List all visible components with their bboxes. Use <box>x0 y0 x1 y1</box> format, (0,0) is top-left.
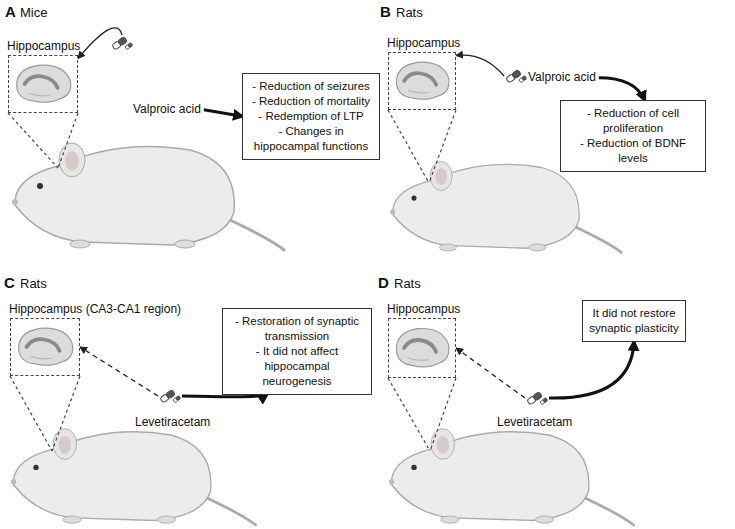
rat-figure <box>11 429 256 525</box>
effect-arrow <box>204 110 242 117</box>
drug-label: Valproic acid <box>528 70 596 84</box>
panel-letter: D <box>378 274 389 291</box>
hippocampus-box: Hippocampus <box>388 318 456 378</box>
result-line: - Reduction of seizures <box>249 79 373 94</box>
drug-name: Valproic acid <box>528 70 596 84</box>
panel-letter: A <box>5 3 16 20</box>
dashed-arrow <box>80 347 158 396</box>
drug-name: Levetiracetam <box>497 415 572 429</box>
effect-arrow <box>456 55 504 76</box>
drug-name: Valproic acid <box>133 102 201 116</box>
drug-label: Levetiracetam <box>497 415 572 429</box>
dashed-arrow <box>456 348 525 398</box>
species-label: Rats <box>20 276 47 291</box>
hippocampus-figure <box>11 319 79 375</box>
panel-heading: Hippocampus <box>7 39 80 53</box>
panel-heading: Hippocampus <box>387 302 460 316</box>
pill-icon <box>158 388 182 404</box>
drug-label: Levetiracetam <box>135 415 210 429</box>
hippocampus-figure <box>389 53 455 109</box>
result-line: - Redemption of LTP <box>249 109 373 124</box>
result-line: - Reduction of BDNF levels <box>567 136 699 166</box>
result-box: - Reduction of seizures- Reduction of mo… <box>242 73 380 160</box>
result-box: - Restoration of synaptic transmission- … <box>222 308 372 395</box>
species-label: Rats <box>394 276 421 291</box>
zoom-lines <box>8 110 456 451</box>
pill-holder <box>525 390 549 406</box>
rat-figure <box>389 429 634 525</box>
hippocampus-figure <box>9 56 77 112</box>
result-line: - Reduction of mortality <box>249 94 373 109</box>
result-line: - It did not affect hippocampal neurogen… <box>229 344 365 389</box>
pill-holder <box>504 68 528 84</box>
panel-letter: B <box>380 3 391 20</box>
pill-holder <box>158 388 182 404</box>
pill-holder <box>110 35 134 51</box>
species-label: Rats <box>396 5 423 20</box>
hippocampus-box: Hippocampus <box>388 52 456 110</box>
result-box: It did not restore synaptic plasticity <box>582 300 686 342</box>
effect-arrow <box>182 395 267 397</box>
pill-icon <box>110 35 134 51</box>
drug-name: Levetiracetam <box>135 415 210 429</box>
panel-heading: Hippocampus <box>387 36 460 50</box>
result-line: - Reduction of cell proliferation <box>567 106 699 136</box>
pill-icon <box>504 68 528 84</box>
species-label: Mice <box>20 5 47 20</box>
drug-label: Valproic acid <box>133 102 201 116</box>
result-line: It did not restore synaptic plasticity <box>589 306 679 336</box>
effect-arrow <box>549 342 634 398</box>
panel-letter: C <box>4 274 15 291</box>
result-line: - Restoration of synaptic transmission <box>229 314 365 344</box>
panel-heading: Hippocampus (CA3-CA1 region) <box>9 302 181 316</box>
effect-arrow <box>78 28 122 59</box>
pill-icon <box>525 390 549 406</box>
hippocampus-box: Hippocampus (CA3-CA1 region) <box>10 318 80 376</box>
effect-arrow <box>599 78 645 100</box>
hippocampus-figure <box>389 319 455 377</box>
hippocampus-box: Hippocampus <box>8 55 78 113</box>
result-box: - Reduction of cell proliferation- Reduc… <box>560 100 706 172</box>
result-line: - Changes in hippocampal functions <box>249 124 373 154</box>
